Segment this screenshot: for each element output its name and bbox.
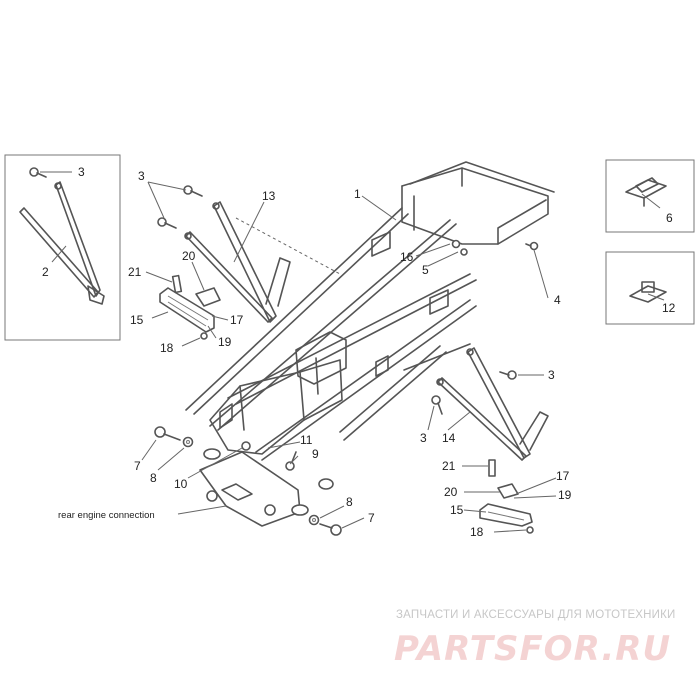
callout-18: 18 [470, 525, 484, 539]
square-nut-icon [629, 281, 667, 303]
leader-lines [40, 171, 665, 533]
callout-6: 6 [666, 211, 673, 225]
callout-3: 3 [420, 431, 427, 445]
callout-3: 3 [138, 169, 145, 183]
inset-box-nut [605, 251, 695, 325]
callout-11: 11 [300, 433, 313, 447]
washer-icon [526, 526, 534, 534]
inset-box-strut [4, 154, 121, 341]
callout-19: 19 [218, 335, 232, 349]
bracket-icon [497, 483, 519, 499]
footpeg-right-part-15 [479, 503, 533, 527]
caption-rear-engine-connection: rear engine connection [58, 510, 155, 521]
callout-4: 4 [554, 293, 561, 307]
callout-20: 20 [444, 485, 458, 499]
bolt-icon [285, 451, 297, 471]
callout-7: 7 [134, 459, 141, 473]
callout-17: 17 [556, 469, 570, 483]
footrest-stay-right-part-14 [436, 347, 549, 461]
footrest-stay-left-part-13 [184, 201, 291, 323]
callout-labels: 3 2 3 1 13 16 5 4 20 21 15 17 19 18 3 3 … [42, 165, 676, 539]
washer-icon [308, 514, 320, 526]
callout-16: 16 [400, 250, 414, 264]
watermark: ЗАПЧАСТИ И АКСЕССУАРЫ ДЛЯ МОТОТЕХНИКИ PA… [394, 609, 676, 669]
callout-21: 21 [442, 459, 456, 473]
main-frame-part-1 [185, 161, 555, 527]
callout-17: 17 [230, 313, 244, 327]
nut-icon [451, 239, 468, 256]
watermark-tagline: ЗАПЧАСТИ И АКСЕССУАРЫ ДЛЯ МОТОТЕХНИКИ [396, 609, 676, 621]
footpeg-left-part-15 [159, 287, 221, 333]
pin-icon [488, 459, 496, 477]
callout-12: 12 [662, 301, 676, 315]
callout-8: 8 [150, 471, 157, 485]
bolt-icon [319, 523, 342, 536]
callout-8: 8 [346, 495, 353, 509]
callout-18: 18 [160, 341, 174, 355]
inset-box-clip [605, 159, 695, 233]
bolt-icon [499, 370, 517, 380]
bolt-icon [525, 241, 539, 251]
nut-icon [241, 441, 251, 451]
callout-15: 15 [130, 313, 144, 327]
strut-part-2 [19, 181, 105, 305]
pin-icon [171, 274, 183, 294]
callout-1: 1 [354, 187, 361, 201]
clip-nut-icon [625, 177, 667, 207]
callout-7: 7 [368, 511, 375, 525]
bolt-icon [154, 426, 181, 441]
washer-icon [200, 332, 208, 340]
callout-3: 3 [78, 165, 85, 179]
bolt-icon [157, 217, 177, 229]
callout-2: 2 [42, 265, 49, 279]
callout-9: 9 [312, 447, 319, 461]
callout-21: 21 [128, 265, 142, 279]
callout-13: 13 [262, 189, 276, 203]
callout-20: 20 [182, 249, 196, 263]
callout-14: 14 [442, 431, 456, 445]
callout-10: 10 [174, 477, 188, 491]
callout-5: 5 [422, 263, 429, 277]
callout-15: 15 [450, 503, 464, 517]
callout-3: 3 [548, 368, 555, 382]
bolt-icon [183, 185, 203, 197]
bolt-icon [431, 395, 443, 415]
callout-19: 19 [558, 488, 572, 502]
bolt-icon [29, 167, 47, 178]
watermark-logo: PARTSFOR.RU [394, 629, 671, 669]
washer-icon [182, 436, 194, 448]
